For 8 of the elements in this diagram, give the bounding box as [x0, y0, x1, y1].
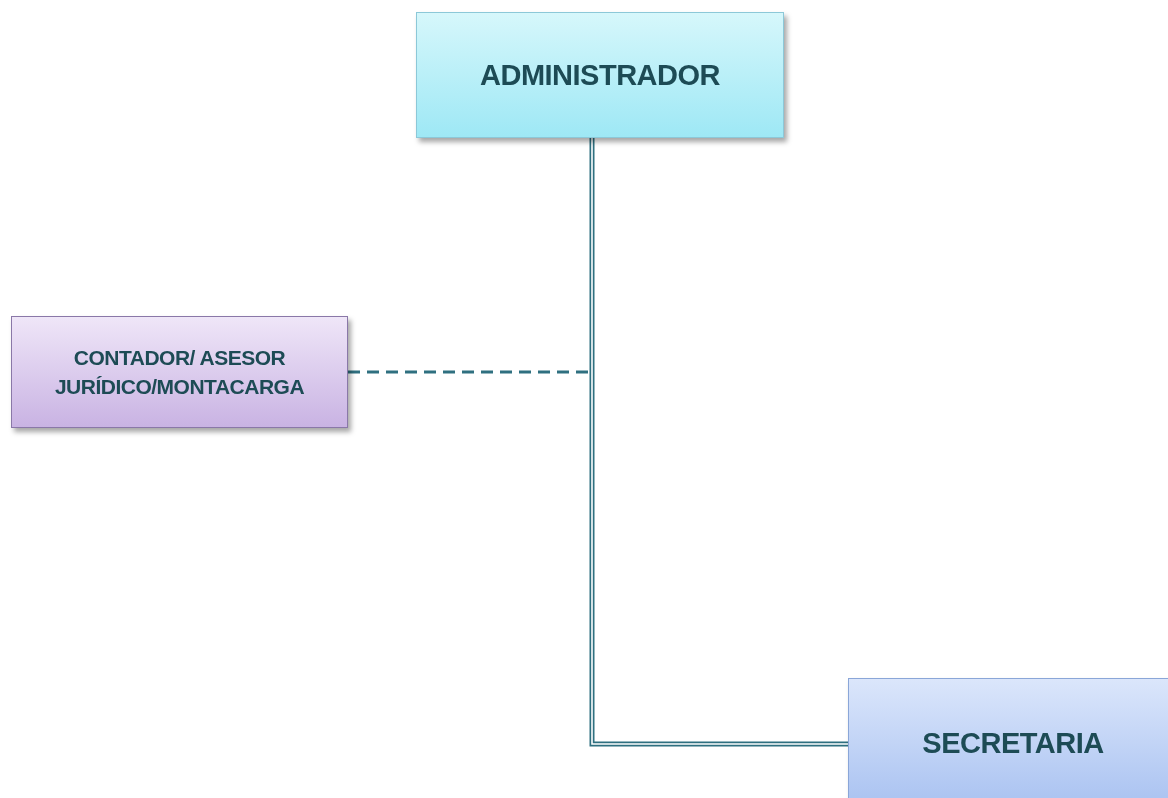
box-label: ADMINISTRADOR — [480, 57, 720, 93]
box-label: SECRETARIA — [922, 725, 1104, 761]
box-label: CONTADOR/ ASESOR JURÍDICO/MONTACARGA — [53, 344, 306, 400]
org-box — [416, 12, 784, 138]
dashed-connector — [348, 370, 589, 374]
org-box — [11, 316, 348, 428]
double-line-connector — [589, 137, 849, 747]
org-box — [848, 678, 1168, 798]
